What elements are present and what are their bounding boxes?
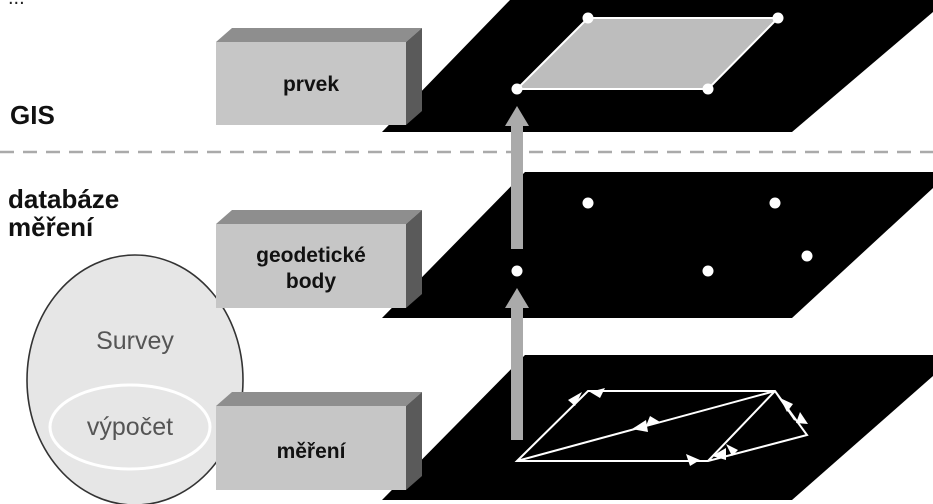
geodetic-point <box>769 197 781 209</box>
measurement-arrowhead <box>726 444 738 456</box>
box-front <box>216 42 406 125</box>
box-top <box>216 392 422 406</box>
gis-label: GIS <box>10 100 55 130</box>
arrow-head-upper <box>505 106 529 126</box>
measurement-arrowhead <box>590 388 605 398</box>
survey-label: Survey <box>96 327 174 355</box>
box-side <box>406 28 422 125</box>
box-top <box>216 28 422 42</box>
geodetic-box: geodetické body <box>216 210 422 308</box>
feature-vertex <box>511 83 523 95</box>
geodetic-point <box>511 265 523 277</box>
measurement-arrowheads <box>568 388 808 466</box>
geodetic-box-label-line1: geodetické <box>256 244 366 267</box>
feature-vertex <box>702 83 714 95</box>
measurement-arrowhead <box>796 412 808 424</box>
box-front <box>216 406 406 490</box>
measurement-arrowhead <box>712 448 726 460</box>
geodetic-point <box>801 250 813 262</box>
box-side <box>406 392 422 490</box>
measurement-arrowhead <box>646 416 660 426</box>
vypocet-ellipse <box>48 383 212 471</box>
geodetic-point <box>582 197 594 209</box>
database-label-line1: databáze <box>8 184 119 214</box>
vypocet-label: výpočet <box>87 413 173 441</box>
feature-vertex <box>582 12 594 24</box>
arrow-head-lower <box>505 288 529 308</box>
box-side <box>406 210 422 308</box>
feature-box: prvek <box>216 28 422 125</box>
measurement-arrowhead <box>632 420 648 432</box>
upward-arrows <box>505 106 529 440</box>
feature-vertex <box>772 12 784 24</box>
box-top <box>216 210 422 224</box>
measurement-box: měření <box>216 392 422 490</box>
measurement-arrowhead <box>568 392 582 406</box>
geodetic-point <box>702 265 714 277</box>
geodetic-points <box>511 197 813 277</box>
geodetic-box-label-line2: body <box>286 270 336 293</box>
feature-box-label: prvek <box>283 73 339 96</box>
box-front <box>216 224 406 308</box>
measurement-plane <box>382 355 933 500</box>
survey-ellipse-group: Survey výpočet <box>26 254 244 504</box>
measurement-box-label: měření <box>277 440 347 463</box>
arrow-shaft-lower <box>511 308 523 440</box>
database-plane <box>382 172 933 318</box>
measurement-arrowhead <box>780 398 793 412</box>
arrow-shaft-upper <box>511 124 523 249</box>
top-caption-fragment: ... <box>8 0 25 9</box>
measurement-arrowhead <box>686 454 700 466</box>
feature-vertices <box>511 12 784 95</box>
database-label-line2: měření <box>8 212 94 242</box>
